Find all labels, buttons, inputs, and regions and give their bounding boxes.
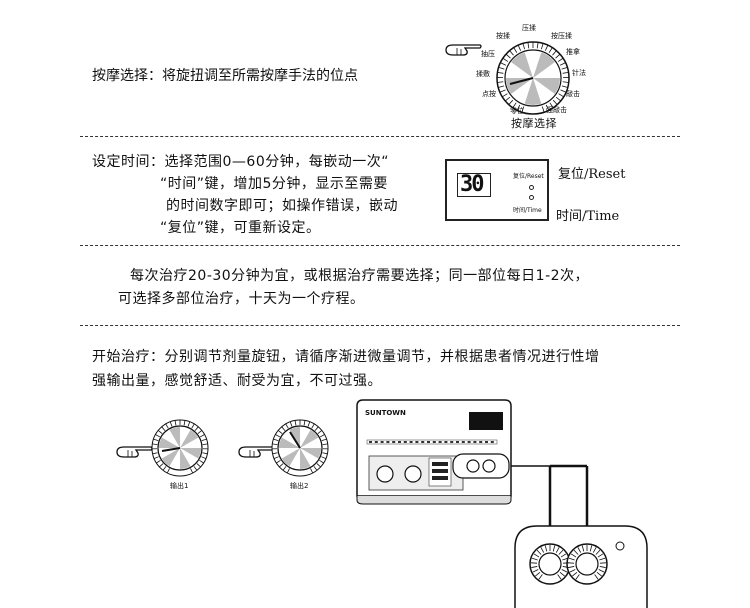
- timer-instruction-line: “时间”键，增加5分钟，显示至需要: [160, 176, 388, 192]
- massage-instruction: 按摩选择：将旋扭调至所需按摩手法的位点: [92, 68, 358, 84]
- timer-panel: 30 复位/Reset 时间/Time: [445, 159, 549, 221]
- section-divider: [80, 325, 680, 326]
- pointing-hand-icon: [116, 446, 153, 458]
- reset-button[interactable]: [529, 185, 534, 190]
- course-text-line: 可选择多部位治疗，十天为一个疗程。: [118, 291, 365, 307]
- section-divider: [80, 245, 680, 246]
- massage-mode-dial[interactable]: [495, 40, 571, 116]
- timer-instruction-line: 的时间数字即可；如操作错误，嵌动: [166, 198, 398, 214]
- start-instruction-line: 开始治疗：分别调节剂量旋钮，请循序渐进微量调节，并根据患者情况进行性增: [92, 349, 600, 365]
- pointing-hand-icon: [445, 44, 482, 56]
- mode-label: 推拿: [566, 48, 580, 56]
- mode-label: 强敲击: [546, 106, 567, 114]
- massage-dial-title: 按摩选择: [511, 117, 557, 130]
- time-small-label: 时间/Time: [513, 207, 542, 214]
- pointing-hand-icon: [238, 446, 275, 458]
- mode-label: 零位: [510, 107, 524, 115]
- time-button[interactable]: [529, 195, 534, 200]
- timer-display-value: 30: [460, 172, 484, 197]
- timer-display: 30: [457, 172, 491, 197]
- time-label: 时间/Time: [556, 209, 620, 224]
- device-illustration: [356, 399, 648, 608]
- output-1-knob[interactable]: [150, 418, 210, 478]
- mode-label: 抽压: [481, 50, 495, 58]
- course-text-line: 每次治疗20-30分钟为宜，或根据治疗需要选择；同一部位每日1-2次，: [130, 268, 590, 284]
- mode-label: 针法: [572, 69, 586, 77]
- mode-label: 揉敷: [476, 70, 490, 78]
- timer-instruction-line: 设定时间：选择范围0—60分钟，每嵌动一次“: [92, 154, 389, 170]
- output-2-knob[interactable]: [270, 418, 330, 478]
- output-1-label: 输出1: [170, 482, 189, 490]
- output-2-label: 输出2: [290, 482, 309, 490]
- mode-label: 压揉: [522, 24, 536, 32]
- mode-label: 按压揉: [551, 32, 572, 40]
- timer-instruction-line: “复位”键，可重新设定。: [160, 220, 321, 236]
- mode-label: 点按: [482, 90, 496, 98]
- reset-small-label: 复位/Reset: [513, 173, 544, 180]
- device-brand: SUNTOWN: [365, 409, 406, 417]
- section-divider: [80, 136, 680, 137]
- mode-label: 敲击: [566, 90, 580, 98]
- start-instruction-line: 强输出量，感觉舒适、耐受为宜，不可过强。: [92, 373, 382, 389]
- reset-label: 复位/Reset: [558, 167, 626, 182]
- mode-label: 按揉: [496, 32, 510, 40]
